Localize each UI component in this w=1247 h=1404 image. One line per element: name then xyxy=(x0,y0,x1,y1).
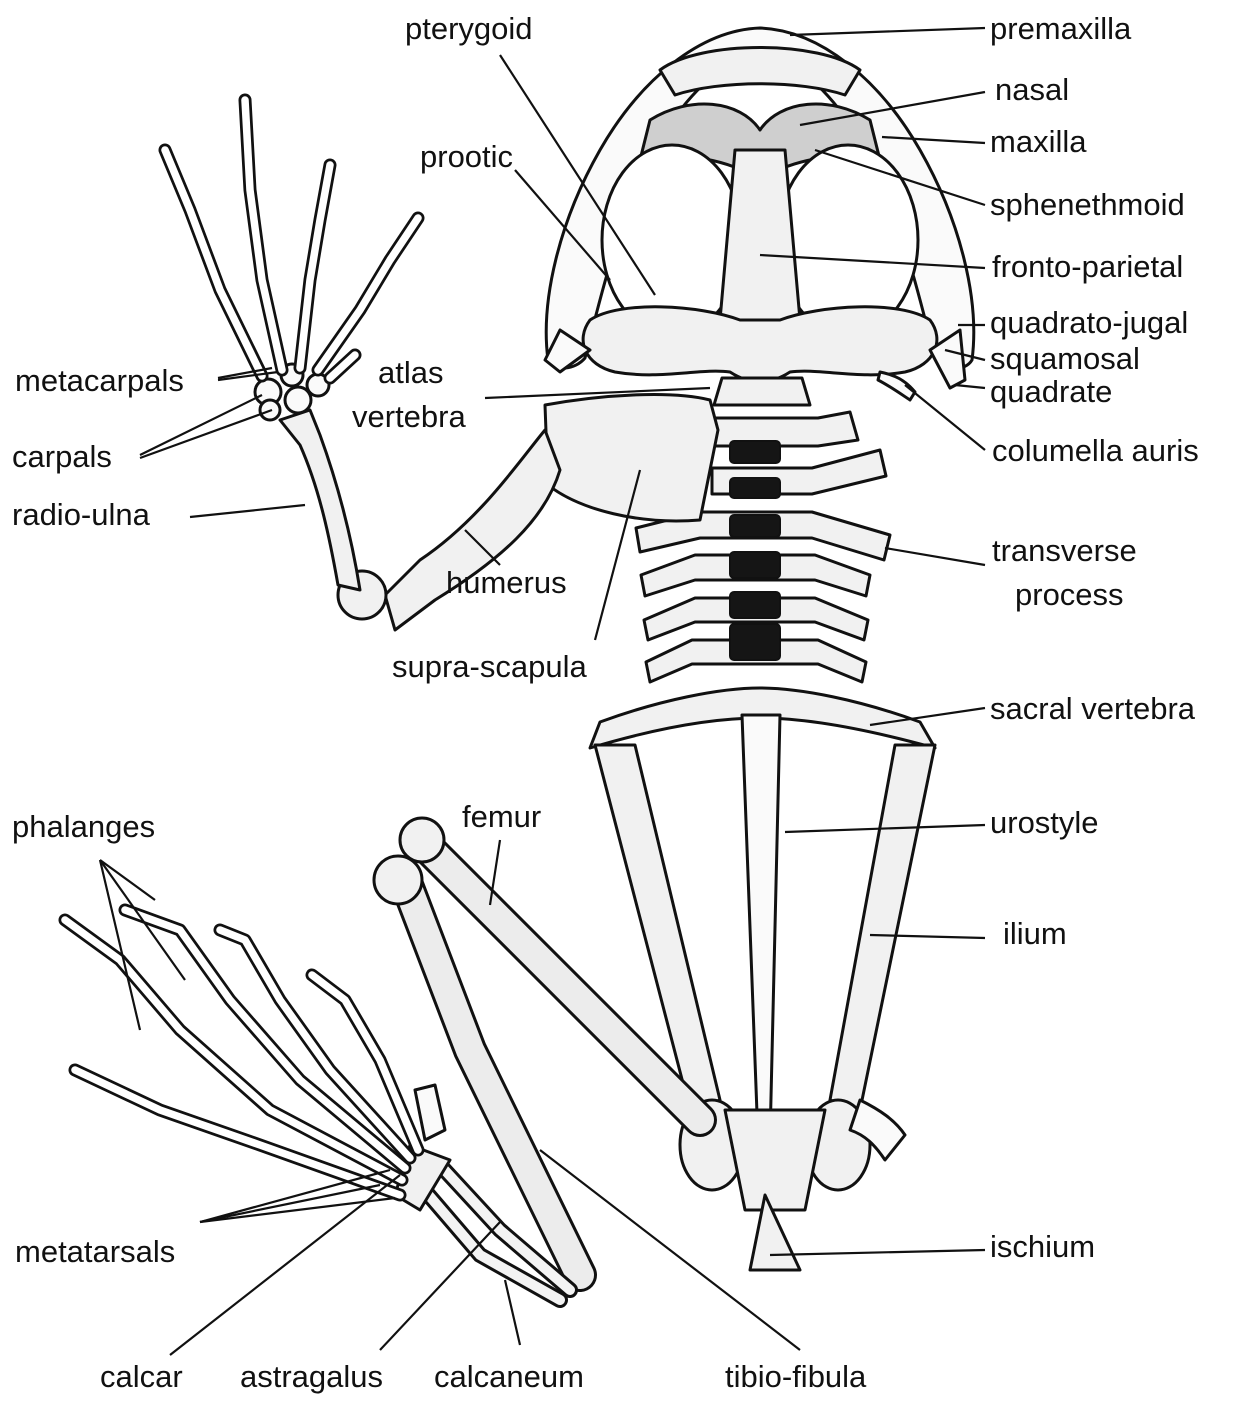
label-calcaneum: calcaneum xyxy=(434,1360,584,1394)
label-pterygoid: pterygoid xyxy=(405,12,533,46)
label-transverse: transverse xyxy=(992,534,1137,568)
label-tibio-fibula: tibio-fibula xyxy=(725,1360,866,1394)
label-prootic: prootic xyxy=(420,140,513,174)
label-premaxilla: premaxilla xyxy=(990,12,1131,46)
skull xyxy=(545,28,974,400)
label-metatarsals: metatarsals xyxy=(15,1235,175,1269)
pelvis xyxy=(595,715,935,1270)
label-metacarpals: metacarpals xyxy=(15,364,184,398)
label-columella-auris: columella auris xyxy=(992,434,1199,468)
label-sphenethmoid: sphenethmoid xyxy=(990,188,1185,222)
label-humerus: humerus xyxy=(446,566,567,600)
forelimb-digits xyxy=(165,100,418,378)
label-ilium: ilium xyxy=(1003,917,1067,951)
label-quadrate: quadrate xyxy=(990,375,1112,409)
label-femur: femur xyxy=(462,800,541,834)
label-calcar: calcar xyxy=(100,1360,183,1394)
label-urostyle: urostyle xyxy=(990,806,1099,840)
label-vertebra: vertebra xyxy=(352,400,466,434)
label-radio-ulna: radio-ulna xyxy=(12,498,150,532)
label-fronto-parietal: fronto-parietal xyxy=(992,250,1183,284)
label-atlas: atlas xyxy=(378,356,443,390)
label-sacral-vertebra: sacral vertebra xyxy=(990,692,1195,726)
label-astragalus: astragalus xyxy=(240,1360,383,1394)
hindlimb xyxy=(65,818,700,1300)
label-phalanges: phalanges xyxy=(12,810,155,844)
hindlimb-digits xyxy=(65,910,418,1195)
label-squamosal: squamosal xyxy=(990,342,1140,376)
label-maxilla: maxilla xyxy=(990,125,1086,159)
label-quadrato-jugal: quadrato-jugal xyxy=(990,306,1188,340)
label-carpals: carpals xyxy=(12,440,112,474)
label-ischium: ischium xyxy=(990,1230,1095,1264)
label-nasal: nasal xyxy=(995,73,1069,107)
label-process: process xyxy=(1015,578,1124,612)
label-supra-scapula: supra-scapula xyxy=(392,650,587,684)
